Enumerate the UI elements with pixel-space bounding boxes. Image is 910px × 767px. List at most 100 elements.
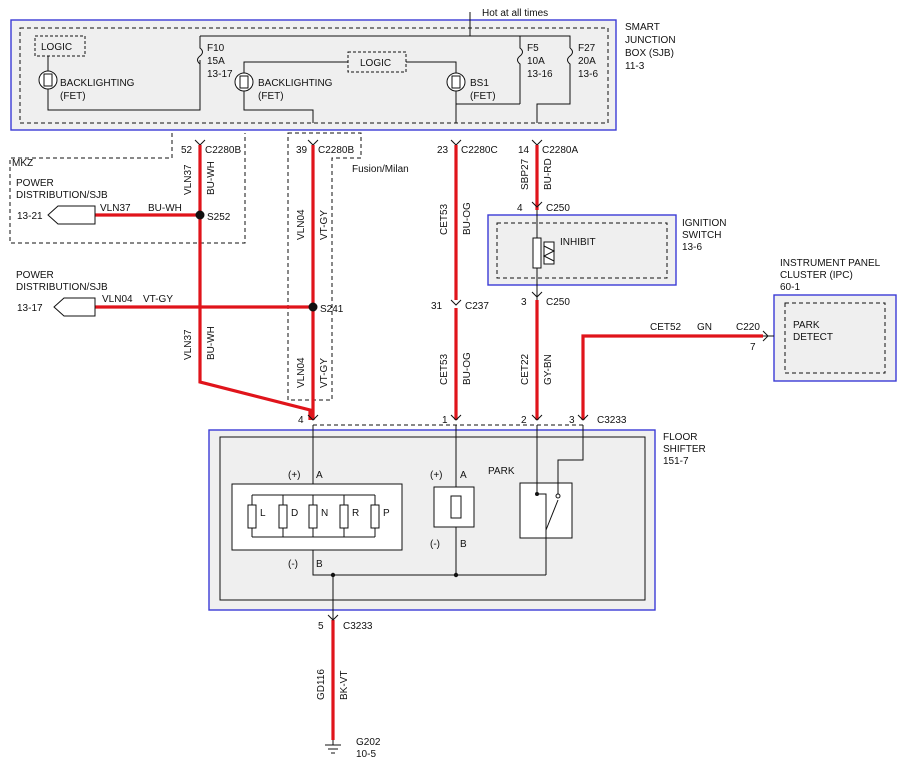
- ground: 5 C3233 G202 10-5: [318, 614, 381, 760]
- wire-gn: GN: [697, 322, 712, 333]
- fuse-f10-rating: 15A: [207, 56, 225, 67]
- led-l: L: [247, 495, 266, 537]
- c237-label: C237: [465, 301, 489, 312]
- led-p: P: [370, 495, 390, 537]
- c2280c-label: C2280C: [461, 145, 498, 156]
- variant-regions: MKZ Fusion/Milan: [9, 132, 409, 401]
- led-pin-b: B: [316, 559, 323, 570]
- c3233-pin-3: 3: [569, 415, 575, 426]
- pd1-wire-name: VLN37: [100, 203, 131, 214]
- sjb-title-ref: 11-3: [625, 61, 645, 72]
- sjb-title-line1: SMART: [625, 22, 660, 33]
- bs1-fet: (FET): [470, 91, 496, 102]
- backlighting-1-fet: (FET): [60, 91, 86, 102]
- ground-name: G202: [356, 737, 381, 748]
- shifter-title-line2: SHIFTER: [663, 444, 706, 455]
- pd2-title-line2: DISTRIBUTION/SJB: [16, 282, 108, 293]
- ignition-title-ref: 13-6: [682, 242, 702, 253]
- pd2-wire-name: VLN04: [102, 294, 133, 305]
- sjb-connectors: 52 C2280B 39 C2280B 23 C2280C 14 C2280A: [181, 139, 578, 156]
- wire-cet53-upper: CET53: [439, 203, 450, 235]
- fuse-f10-name: F10: [207, 43, 225, 54]
- c250-top-pin: 4: [517, 203, 523, 214]
- wire-vt-gy-lower: VT-GY: [319, 358, 330, 388]
- smart-junction-box: SMART JUNCTION BOX (SJB) 11-3 Hot at all…: [10, 8, 676, 131]
- wire-cet53-lower: CET53: [439, 353, 450, 385]
- c250-bot-label: C250: [546, 297, 570, 308]
- park-detect-line2: DETECT: [793, 332, 833, 343]
- wire-bu-wh-upper: BU-WH: [206, 161, 217, 195]
- ground-ref: 10-5: [356, 749, 376, 760]
- c220-pin: 7: [750, 342, 756, 353]
- sjb-title-line2: JUNCTION: [625, 35, 676, 46]
- fuse-f5-rating: 10A: [527, 56, 545, 67]
- c2280c-pin-23: 23: [437, 145, 449, 156]
- logic-mid-label: LOGIC: [360, 58, 391, 69]
- wire-bu-wh-lower: BU-WH: [206, 326, 217, 360]
- c220-label: C220: [736, 322, 760, 333]
- led-minus-label: (-): [288, 559, 298, 570]
- led-n: N: [308, 495, 328, 537]
- pd2-ref: 13-17: [17, 303, 43, 314]
- led-pin-a: A: [316, 470, 323, 481]
- led-array: L D N R P: [247, 495, 390, 537]
- mkz-label: MKZ: [12, 158, 33, 169]
- wire-gy-bn: GY-BN: [543, 354, 554, 385]
- splices: S252 S241: [195, 210, 344, 315]
- c2280b-label-1: C2280B: [205, 145, 241, 156]
- ipc-title-ref: 60-1: [780, 282, 800, 293]
- led-letter: L: [260, 508, 266, 519]
- c237-connector: 31 C237: [431, 299, 489, 312]
- wire-vln37-upper: VLN37: [183, 164, 194, 195]
- wire-bu-og-upper: BU-OG: [462, 202, 473, 235]
- led-letter: P: [383, 508, 390, 519]
- c3233-pin-4: 4: [298, 415, 304, 426]
- wire-cet52: CET52: [650, 322, 682, 333]
- wire-bu-og-lower: BU-OG: [462, 352, 473, 385]
- wire-vt-gy-upper: VT-GY: [319, 210, 330, 240]
- led-letter: N: [321, 508, 328, 519]
- wire-gd116: GD116: [316, 669, 327, 700]
- pd1-title-line2: DISTRIBUTION/SJB: [16, 190, 108, 201]
- wire-vln37-lower: VLN37: [183, 329, 194, 360]
- wire-vln04-upper: VLN04: [296, 209, 307, 240]
- backlighting-2-label: BACKLIGHTING: [258, 78, 333, 89]
- s252-label: S252: [207, 212, 231, 223]
- fuse-f27-ref: 13-6: [578, 69, 598, 80]
- fuse-f10-ref: 13-17: [207, 69, 233, 80]
- c2280b-label-2: C2280B: [318, 145, 354, 156]
- c3233-pin-5: 5: [318, 621, 324, 632]
- park-detect-line1: PARK: [793, 320, 820, 331]
- floor-shifter: 4 1 2 3 C3233 FLOOR SHIFTER 151-7 PARK (…: [208, 414, 706, 620]
- led-letter: R: [352, 508, 359, 519]
- ignition-switch: 4 C250 IGNITION SWITCH 13-6 INHIBIT 3 C2…: [487, 201, 726, 308]
- instrument-panel-cluster: INSTRUMENT PANEL CLUSTER (IPC) 60-1 PARK…: [736, 258, 897, 382]
- sjb-title-line3: BOX (SJB): [625, 48, 674, 59]
- fuse-f5-ref: 13-16: [527, 69, 553, 80]
- led-plus-label: (+): [288, 470, 301, 481]
- solenoid-pin-b: B: [460, 539, 467, 550]
- c2280b-pin-39: 39: [296, 145, 308, 156]
- c2280b-pin-52: 52: [181, 145, 193, 156]
- splice-s241: [308, 302, 318, 312]
- c250-top-label: C250: [546, 203, 570, 214]
- solenoid-minus-label: (-): [430, 539, 440, 550]
- wires: [95, 145, 763, 740]
- fuse-f27-name: F27: [578, 43, 596, 54]
- inhibit-label: INHIBIT: [560, 237, 596, 248]
- c3233-lower-label: C3233: [343, 621, 373, 632]
- pd2-wire-color: VT-GY: [143, 294, 173, 305]
- wire-labels: VLN37 BU-WH VLN37 BU-WH VLN37 BU-WH VLN0…: [100, 158, 712, 700]
- ipc-title-line1: INSTRUMENT PANEL: [780, 258, 881, 269]
- wire-vln04-lower: VLN04: [296, 357, 307, 388]
- wire-bk-vt: BK-VT: [339, 671, 350, 700]
- s241-label: S241: [320, 304, 344, 315]
- power-distribution-1: POWER DISTRIBUTION/SJB 13-21: [16, 178, 108, 225]
- solenoid-pin-a: A: [460, 470, 467, 481]
- c3233-label: C3233: [597, 415, 627, 426]
- c2280a-pin-14: 14: [518, 145, 530, 156]
- wire-bu-rd: BU-RD: [543, 158, 554, 190]
- park-label: PARK: [488, 466, 515, 477]
- fuse-f5-name: F5: [527, 43, 539, 54]
